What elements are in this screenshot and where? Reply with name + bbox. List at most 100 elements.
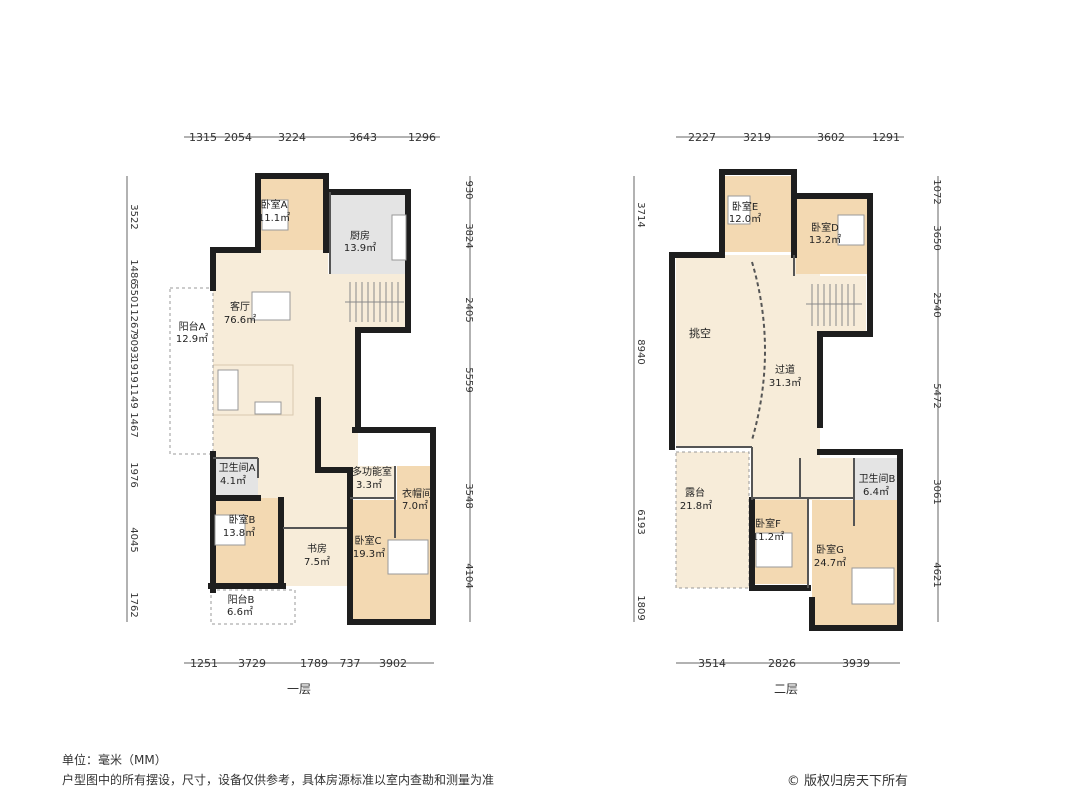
room-area: 6.4㎡ bbox=[863, 486, 889, 498]
room-area: 12.0㎡ bbox=[729, 213, 761, 225]
dim-label: 4104 bbox=[463, 563, 474, 588]
dim-label: 3714 bbox=[635, 202, 646, 227]
floor-1-dimension-lines bbox=[126, 136, 471, 664]
dim-label: 1467 bbox=[128, 412, 139, 437]
floor-1-stair-treads bbox=[345, 282, 404, 322]
dim-label: 1296 bbox=[408, 131, 436, 144]
dim-label: 2405 bbox=[463, 297, 474, 322]
room-area: 4.1㎡ bbox=[220, 475, 246, 487]
dim-label: 930 bbox=[463, 180, 474, 199]
dim-label: 1486 bbox=[128, 259, 139, 284]
dim-label: 1809 bbox=[635, 595, 646, 620]
floor-2-walls bbox=[669, 169, 903, 631]
floor-2-room-void bbox=[676, 255, 752, 447]
floor-1-room-multifunction bbox=[350, 466, 395, 498]
floor-1-room-study bbox=[283, 528, 347, 586]
floor-1-bed-a bbox=[261, 199, 289, 231]
floor-2-dim-bottom: 3514 2826 3939 bbox=[698, 657, 870, 670]
room-name: 卧室D bbox=[811, 221, 839, 234]
room-area: 7.5㎡ bbox=[304, 556, 330, 568]
room-area: 6.6㎡ bbox=[227, 606, 253, 618]
floor-2-room-hall-small bbox=[800, 458, 854, 498]
room-area: 24.7㎡ bbox=[814, 557, 846, 569]
room-name: 露台 bbox=[685, 486, 705, 499]
room-name: 卧室C bbox=[355, 534, 382, 547]
floor-1-thin-walls bbox=[213, 192, 396, 538]
disclaimer-note: 户型图中的所有摆设，尺寸，设备仅供参考，具体房源标准以室内查勘和测量为准 bbox=[62, 773, 495, 787]
room-area: 12.9㎡ bbox=[176, 333, 208, 345]
room-area: 3.3㎡ bbox=[356, 479, 382, 491]
copyright-note: © 版权归房天下所有 bbox=[786, 774, 908, 789]
room-area: 13.2㎡ bbox=[809, 234, 841, 246]
floor-1-room-labels: 卧室A 11.1㎡ 厨房 13.9㎡ 客厅 76.6㎡ 阳台A 12.9㎡ 卫生… bbox=[176, 198, 432, 618]
dim-label: 8940 bbox=[635, 339, 646, 364]
dim-label: 5501 bbox=[128, 283, 139, 308]
dim-label: 9093 bbox=[128, 333, 139, 358]
room-area: 11.2㎡ bbox=[752, 531, 784, 543]
room-name: 卧室E bbox=[732, 200, 758, 213]
floor-2-stair-treads bbox=[806, 284, 862, 326]
room-name: 卫生间A bbox=[219, 461, 256, 474]
dim-label: 1291 bbox=[872, 131, 900, 144]
dim-label: 3729 bbox=[238, 657, 266, 670]
floor-1-kitchen-counter bbox=[391, 214, 407, 261]
floor-1-walls bbox=[208, 173, 436, 625]
dim-label: 1762 bbox=[128, 592, 139, 617]
dim-label: 3522 bbox=[128, 204, 139, 229]
floor-1-room-balcony-a bbox=[169, 287, 214, 455]
dim-label: 5559 bbox=[463, 367, 474, 392]
dim-label: 2540 bbox=[931, 292, 942, 317]
dim-label: 3061 bbox=[931, 479, 942, 504]
dim-label: 3602 bbox=[817, 131, 845, 144]
room-name: 卫生间B bbox=[859, 472, 896, 485]
floor-2-room-labels: 卧室E 12.0㎡ 卧室D 13.2㎡ 挑空 过道 31.3㎡ 露台 21.8㎡… bbox=[680, 200, 896, 569]
room-name: 挑空 bbox=[689, 326, 711, 340]
dim-label: 2054 bbox=[224, 131, 252, 144]
dim-label: 1789 bbox=[300, 657, 328, 670]
room-name: 书房 bbox=[307, 542, 327, 555]
floor-2-thin-walls bbox=[676, 255, 855, 588]
dim-label: 1315 bbox=[189, 131, 217, 144]
dim-label: 4621 bbox=[931, 562, 942, 587]
floor-2-title: 二层 bbox=[774, 682, 798, 696]
dim-label: 1919 bbox=[128, 357, 139, 382]
dim-label: 3650 bbox=[931, 225, 942, 250]
floor-2-bed-d bbox=[837, 214, 865, 246]
room-name: 衣帽间 bbox=[402, 487, 432, 500]
floor-1-coffee-table bbox=[254, 401, 282, 415]
floor-1-dim-left: 3522 1486 5501 1267 9093 1919 1149 1467 … bbox=[128, 204, 139, 617]
dim-label: 1072 bbox=[931, 179, 942, 204]
floor-1-dim-bottom: 1251 3729 1789 737 3902 bbox=[190, 657, 407, 670]
dim-label: 5472 bbox=[931, 383, 942, 408]
dim-label: 3643 bbox=[349, 131, 377, 144]
floor-1-sofa bbox=[217, 369, 239, 411]
floor-2-bed-e bbox=[727, 195, 751, 225]
dim-label: 737 bbox=[340, 657, 361, 670]
dim-label: 6193 bbox=[635, 509, 646, 534]
room-area: 13.8㎡ bbox=[223, 527, 255, 539]
unit-note: 单位：毫米（MM） bbox=[62, 753, 167, 767]
dim-label: 4045 bbox=[128, 527, 139, 552]
dim-label: 3939 bbox=[842, 657, 870, 670]
dim-label: 2227 bbox=[688, 131, 716, 144]
dim-label: 3224 bbox=[278, 131, 306, 144]
floor-2-dim-left: 3714 8940 6193 1809 bbox=[635, 202, 646, 620]
room-area: 13.9㎡ bbox=[344, 242, 376, 254]
room-name: 卧室B bbox=[229, 513, 256, 526]
floor-2-bed-f bbox=[755, 532, 793, 568]
floor-2: 卧室E 12.0㎡ 卧室D 13.2㎡ 挑空 过道 31.3㎡ 露台 21.8㎡… bbox=[633, 131, 942, 696]
room-name: 过道 bbox=[775, 363, 795, 376]
room-area: 7.0㎡ bbox=[402, 500, 428, 512]
room-area: 21.8㎡ bbox=[680, 500, 712, 512]
dim-label: 3548 bbox=[463, 483, 474, 508]
room-name: 卧室A bbox=[261, 198, 288, 211]
dim-label: 1267 bbox=[128, 309, 139, 334]
room-area: 11.1㎡ bbox=[258, 212, 290, 224]
floor-2-dim-top: 2227 3219 3602 1291 bbox=[688, 131, 900, 144]
dim-label: 3514 bbox=[698, 657, 726, 670]
room-name: 卧室F bbox=[755, 517, 781, 530]
dim-label: 3219 bbox=[743, 131, 771, 144]
floor-1: 卧室A 11.1㎡ 厨房 13.9㎡ 客厅 76.6㎡ 阳台A 12.9㎡ 卫生… bbox=[126, 131, 474, 696]
floor-2-dimension-lines bbox=[633, 136, 939, 664]
